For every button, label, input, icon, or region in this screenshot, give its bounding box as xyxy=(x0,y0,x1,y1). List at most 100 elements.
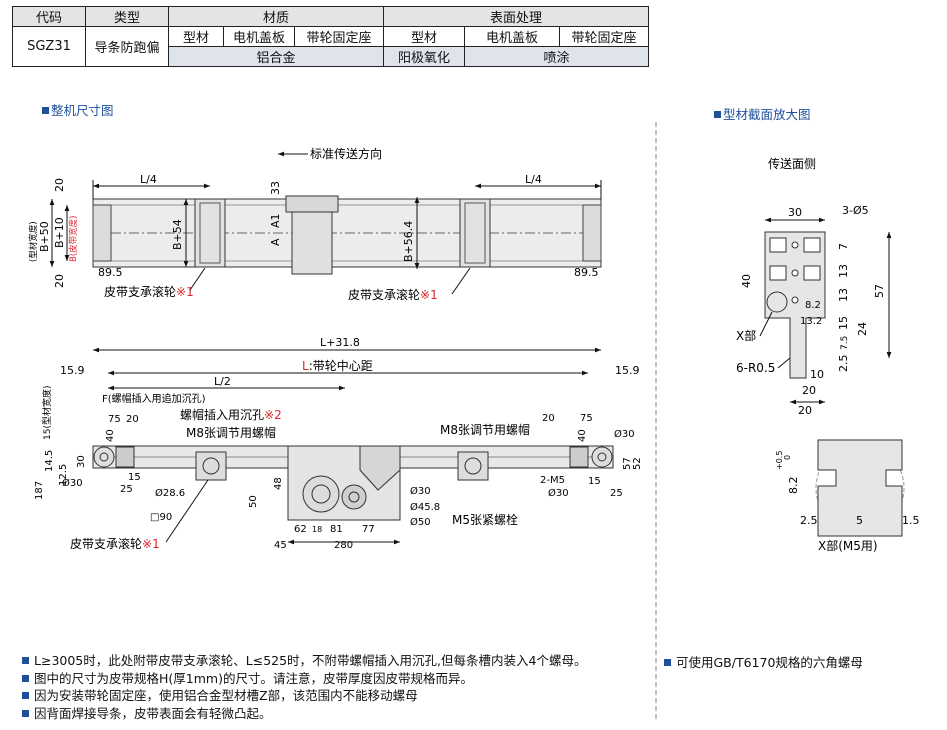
x-detail-view: 8.2 +0.5 0 2.5 5 1.5 X部(M5用) xyxy=(775,439,920,553)
svg-text:10: 10 xyxy=(810,368,824,381)
x-detail-profile xyxy=(817,439,903,537)
svg-text:8.2: 8.2 xyxy=(805,300,821,311)
svg-text:14.5: 14.5 xyxy=(44,450,55,472)
front-view: L+31.8 L:带轮中心距 15.9 15.9 L/2 F(螺帽插入用追加沉孔… xyxy=(34,336,643,551)
svg-text:25: 25 xyxy=(610,488,623,499)
svg-text:81: 81 xyxy=(330,524,343,535)
square-bullet-icon xyxy=(22,692,29,699)
svg-text:15.9: 15.9 xyxy=(60,364,85,377)
motor-top xyxy=(291,211,333,275)
svg-text:Ø30: Ø30 xyxy=(548,487,569,499)
svg-text:2.5: 2.5 xyxy=(837,355,850,373)
top-view: 标准传送方向 L/4 L/4 20 B+50 B+10 20 (型材宽度) B(… xyxy=(28,146,602,302)
svg-text:25: 25 xyxy=(120,484,133,495)
square-bullet-icon xyxy=(664,659,671,666)
callout-roller-right: 皮带支承滚轮※1 xyxy=(348,287,438,302)
svg-text:77: 77 xyxy=(362,524,375,535)
svg-text:7: 7 xyxy=(837,243,850,250)
note-right: 可使用GB/T6170规格的六角螺母 xyxy=(664,652,863,671)
svg-text:57: 57 xyxy=(622,457,633,470)
svg-text:75: 75 xyxy=(108,414,121,425)
svg-text:M8张调节用螺帽: M8张调节用螺帽 xyxy=(440,422,530,437)
svg-text:40: 40 xyxy=(577,429,588,442)
svg-text:20: 20 xyxy=(802,384,816,397)
svg-text:Ø30: Ø30 xyxy=(62,477,83,489)
svg-text:30: 30 xyxy=(76,455,87,468)
value-profile-surface: 阳极氧化 xyxy=(383,46,465,67)
svg-text:62: 62 xyxy=(294,524,307,535)
value-code: SGZ31 xyxy=(12,26,86,67)
svg-text:Ø30: Ø30 xyxy=(614,428,635,440)
svg-text:A1: A1 xyxy=(269,213,282,228)
svg-text:40: 40 xyxy=(740,274,753,288)
svg-text:13: 13 xyxy=(837,264,850,278)
svg-text:12.5: 12.5 xyxy=(58,464,69,486)
svg-text:5: 5 xyxy=(856,514,863,527)
note-item: L≥3005时，此处附带皮带支承滚轮、L≤525时，不附带螺帽插入用沉孔,但每条… xyxy=(22,652,586,670)
svg-text:45: 45 xyxy=(274,540,287,551)
svg-text:L/4: L/4 xyxy=(140,173,157,186)
svg-text:B+56.4: B+56.4 xyxy=(402,221,415,262)
svg-text:Ø45.8: Ø45.8 xyxy=(410,501,440,513)
square-90-label: □90 xyxy=(150,512,172,523)
svg-text:L/4: L/4 xyxy=(525,173,542,186)
svg-text:89.5: 89.5 xyxy=(574,266,599,279)
svg-text:280: 280 xyxy=(334,540,353,551)
svg-text:15: 15 xyxy=(588,476,601,487)
svg-text:15: 15 xyxy=(837,316,850,330)
svg-text:Ø50: Ø50 xyxy=(410,516,431,528)
svg-text:+0.5: +0.5 xyxy=(775,451,784,470)
value-other-surface: 喷涂 xyxy=(464,46,649,67)
svg-text:57: 57 xyxy=(873,284,886,298)
note-item: 因背面焊接导条，皮带表面会有轻微凸起。 xyxy=(22,705,586,723)
header-code: 代码 xyxy=(12,6,86,27)
svg-text:8.2: 8.2 xyxy=(787,477,800,495)
svg-text:18: 18 xyxy=(312,525,322,534)
svg-text:15.9: 15.9 xyxy=(615,364,640,377)
callout-roller-front: 皮带支承滚轮※1 xyxy=(70,536,160,551)
note-item: 图中的尺寸为皮带规格H(厚1mm)的尺寸。请注意，皮带厚度因皮带规格而异。 xyxy=(22,670,586,688)
value-material: 铝合金 xyxy=(168,46,384,67)
svg-text:Ø28.6: Ø28.6 xyxy=(155,487,185,499)
square-bullet-icon xyxy=(22,709,29,717)
svg-text:M5张紧螺栓: M5张紧螺栓 xyxy=(452,512,518,527)
svg-text:B+10: B+10 xyxy=(53,217,66,248)
square-bullet-icon xyxy=(42,107,49,114)
svg-text:传送面侧: 传送面侧 xyxy=(768,156,816,171)
direction-label: 标准传送方向 xyxy=(310,146,382,161)
spec-table: 代码 类型 材质 表面处理 SGZ31 导条防跑偏 型材 电机盖板 带轮固定座 … xyxy=(12,6,649,67)
svg-text:20: 20 xyxy=(53,178,66,192)
svg-text:13: 13 xyxy=(837,288,850,302)
svg-text:24: 24 xyxy=(856,322,869,336)
square-bullet-icon xyxy=(22,674,29,682)
svg-text:40: 40 xyxy=(105,429,116,442)
sub-motor-cover: 电机盖板 xyxy=(223,26,295,47)
svg-text:52: 52 xyxy=(632,457,643,470)
header-type: 类型 xyxy=(85,6,169,27)
svg-text:(型材宽度): (型材宽度) xyxy=(28,221,39,262)
svg-text:33: 33 xyxy=(269,181,282,195)
svg-text:20: 20 xyxy=(542,413,555,424)
svg-text:20: 20 xyxy=(53,274,66,288)
header-material: 材质 xyxy=(168,6,384,27)
svg-text:15(型材宽度): 15(型材宽度) xyxy=(41,386,53,440)
svg-text:L+31.8: L+31.8 xyxy=(320,336,360,349)
svg-text:20: 20 xyxy=(126,414,139,425)
svg-text:M8张调节用螺帽: M8张调节用螺帽 xyxy=(186,425,276,440)
svg-text:L/2: L/2 xyxy=(214,375,231,388)
callout-roller-left: 皮带支承滚轮※1 xyxy=(104,284,194,299)
svg-text:Ø30: Ø30 xyxy=(410,485,431,497)
svg-text:30: 30 xyxy=(788,206,802,219)
svg-text:B+50: B+50 xyxy=(38,221,51,252)
svg-text:2.5: 2.5 xyxy=(800,514,818,527)
svg-text:X部: X部 xyxy=(736,328,756,343)
svg-text:X部(M5用): X部(M5用) xyxy=(818,538,878,553)
section-title-overall: 整机尺寸图 xyxy=(42,100,114,119)
value-type: 导条防跑偏 xyxy=(85,26,169,67)
note-item: 因为安装带轮固定座，使用铝合金型材槽Z部，该范围内不能移动螺母 xyxy=(22,687,586,705)
nut-hole-label: 螺帽插入用沉孔※2 xyxy=(180,407,282,422)
svg-text:75: 75 xyxy=(580,413,593,424)
svg-text:F(螺帽插入用追加沉孔): F(螺帽插入用追加沉孔) xyxy=(102,392,206,405)
svg-text:0: 0 xyxy=(783,455,792,460)
